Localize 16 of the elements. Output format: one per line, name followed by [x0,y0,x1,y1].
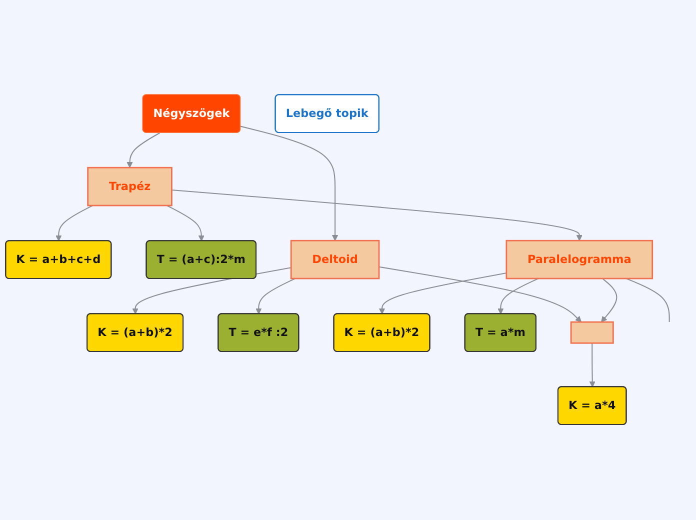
node-box: Deltoid [290,240,380,280]
arrow [172,190,582,242]
arrow [126,132,160,168]
node-box [570,322,614,344]
arrow [378,266,582,323]
arrow [56,205,93,242]
arrow [378,272,507,315]
arrow [498,278,539,315]
arrow [166,205,204,242]
connector [626,278,670,322]
arrow [589,344,596,388]
arrow [600,278,618,323]
arrow [256,278,296,315]
arrow [240,126,338,242]
node-box: Paralelogramma [506,240,654,280]
node-box: Trapéz [87,167,172,207]
